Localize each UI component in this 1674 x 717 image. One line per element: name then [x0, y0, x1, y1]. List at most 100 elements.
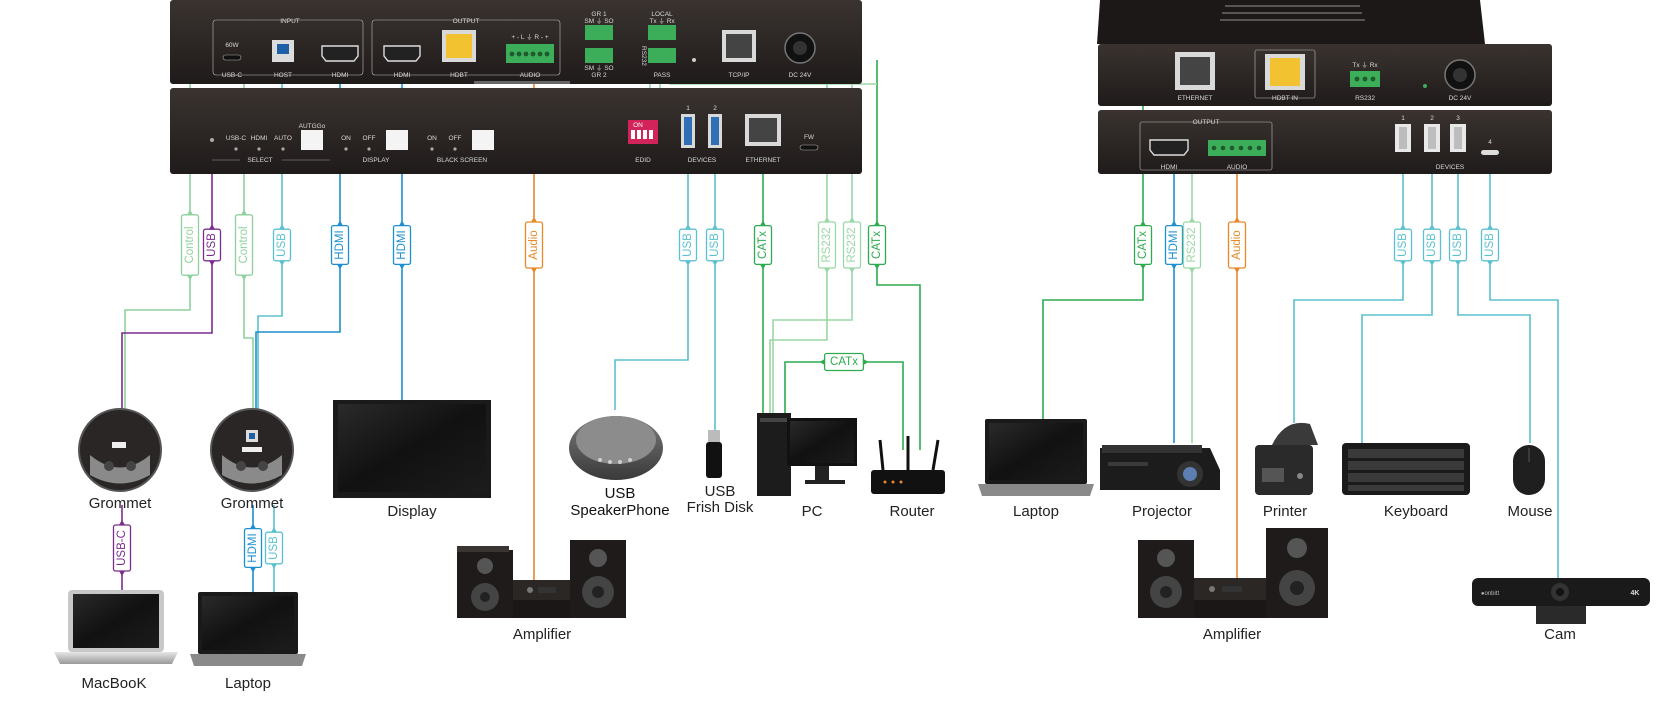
tx-pass-label: PASS: [654, 72, 672, 79]
display-monitor[interactable]: [333, 400, 491, 498]
cable-tag-usb-3: USB: [678, 224, 698, 266]
mouse-label: Mouse: [1507, 503, 1552, 520]
rx-audio-terminal: [1208, 140, 1266, 156]
cable-tag-text: Control: [238, 226, 250, 263]
tx-devices-ports: 1 2 DEVICES: [681, 105, 722, 164]
tx-hdmi-out-label: HDMI: [394, 72, 411, 79]
tx-60w-label: 60W: [225, 42, 239, 49]
cable-usb-1: [121, 96, 213, 410]
tx-host-label: HOST: [274, 72, 292, 79]
grommet-1[interactable]: [78, 408, 162, 492]
cable-tag-usb-rx-3: USB: [1448, 224, 1468, 266]
cable-tag-audio-1: Audio: [524, 217, 544, 273]
cable-tag-control-2: Control: [234, 209, 254, 281]
tx-gr1-pins: SM ⏚ SO: [584, 17, 613, 25]
projector[interactable]: [1100, 445, 1220, 490]
cable-tag-text: USB: [1426, 233, 1438, 257]
cable-tag-hdmi-lower: HDMI: [243, 523, 263, 573]
cable-tag-usb-1: USB: [202, 224, 222, 266]
usb-speakerphone-label-1: USB: [605, 485, 636, 502]
cable-tag-text: USB-C: [116, 530, 128, 566]
cable-tag-text: HDMI: [396, 230, 408, 259]
cable-tag-control-1: Control: [180, 209, 200, 281]
cable-tag-usb-rx-2: USB: [1422, 224, 1442, 266]
rx-hdmi-port: [1149, 139, 1189, 156]
tx-upper-panel: [170, 0, 862, 84]
cable-tag-hdmi-2: HDMI: [392, 220, 412, 270]
grommet-2[interactable]: [210, 408, 294, 492]
cam-label: Cam: [1544, 626, 1576, 643]
cable-tag-text: CATx: [757, 231, 769, 259]
cable-usb-rx-3: [1457, 140, 1531, 443]
tx-rs232-label: RS232: [640, 46, 647, 66]
tx-select-group: USB-C HDMI AUTO AUTGGo SELECT: [210, 123, 330, 164]
tx-hdbt-label: HDBT: [450, 72, 468, 79]
cam-webcam[interactable]: ●onbitt 4K: [1472, 578, 1650, 624]
tx-display-on: ON: [341, 135, 351, 142]
laptop-1[interactable]: [190, 592, 306, 666]
cable-tag-text: RS232: [821, 227, 833, 262]
amplifier-1-label: Amplifier: [513, 626, 571, 643]
tx-edid-switch[interactable]: ON EDID: [628, 120, 658, 164]
laptop-2[interactable]: [978, 419, 1094, 496]
tx-gr2-label: GR 2: [591, 72, 607, 79]
pc-computer[interactable]: [757, 413, 857, 496]
tx-black-screen-button[interactable]: [472, 130, 494, 150]
keyboard-label: Keyboard: [1384, 503, 1448, 520]
usb-flash-disk[interactable]: [706, 430, 722, 478]
tx-autogo-label: AUTGGo: [299, 123, 326, 130]
tx-local-label: LOCAL: [651, 11, 673, 18]
tx-usbc-port: [222, 54, 242, 61]
tx-dc-label: DC 24V: [789, 72, 812, 79]
rx-devices-ports: 1 2 3 4 DEVICES: [1395, 115, 1499, 171]
cable-tag-audio-rx: Audio: [1227, 217, 1247, 273]
tx-display-button[interactable]: [386, 130, 408, 150]
keyboard[interactable]: [1342, 443, 1470, 495]
rx-dev-port-3: 3: [1456, 115, 1460, 122]
tx-audio-terminal: [506, 44, 554, 63]
tx-tcpip-label: TCP/IP: [729, 72, 750, 79]
tx-ethernet-label: ETHERNET: [745, 157, 780, 164]
tx-input-label: INPUT: [280, 18, 300, 25]
cable-tag-text: USB: [276, 233, 288, 257]
cable-tag-rs232-2: RS232: [842, 217, 862, 273]
cable-tag-rs232-1: RS232: [817, 217, 837, 273]
rx-dc-label: DC 24V: [1449, 95, 1472, 102]
rx-hdbt-in-label: HDBT IN: [1272, 95, 1298, 102]
tx-display-group: ON OFF DISPLAY: [341, 130, 408, 164]
tx-usbc-label: USB-C: [222, 72, 243, 79]
rx-hdmi-label: HDMI: [1161, 164, 1178, 171]
tx-output-label: OUTPUT: [453, 18, 480, 25]
tx-hdmi-in-label: HDMI: [332, 72, 349, 79]
usb-disk-label-2: Frish Disk: [687, 499, 754, 516]
amplifier-2-label: Amplifier: [1203, 626, 1261, 643]
mouse[interactable]: [1513, 445, 1545, 495]
cable-tag-hdmi-rx: HDMI: [1164, 220, 1184, 270]
cable-tag-text: CATx: [830, 356, 858, 368]
amplifier-2[interactable]: [1138, 528, 1328, 618]
tx-gr2-terminal: [585, 48, 613, 63]
cable-tag-text: HDMI: [247, 533, 259, 562]
cable-usb-rx-2: [1361, 140, 1433, 443]
pc-label: PC: [802, 503, 823, 520]
usb-speakerphone-label-2: SpeakerPhone: [570, 502, 669, 519]
printer[interactable]: [1255, 422, 1318, 495]
tx-black-off: OFF: [449, 135, 462, 142]
tx-gr1-terminal: [585, 25, 613, 40]
macbook[interactable]: [54, 590, 178, 664]
usb-speakerphone[interactable]: [569, 416, 663, 480]
tx-audio-label: AUDIO: [520, 72, 541, 79]
rx-upper-panel: [1098, 44, 1552, 106]
amplifier-1[interactable]: [457, 540, 626, 618]
cable-tag-text: Audio: [1231, 230, 1243, 259]
grommet-1-label: Grommet: [89, 495, 152, 512]
tx-display-off: OFF: [363, 135, 376, 142]
cable-rs232-1: [769, 60, 828, 415]
cable-tag-catx-rx: CATx: [1133, 220, 1153, 270]
router[interactable]: [871, 436, 945, 494]
tx-select-button[interactable]: [301, 130, 323, 150]
rx-ethernet-label: ETHERNET: [1177, 95, 1212, 102]
